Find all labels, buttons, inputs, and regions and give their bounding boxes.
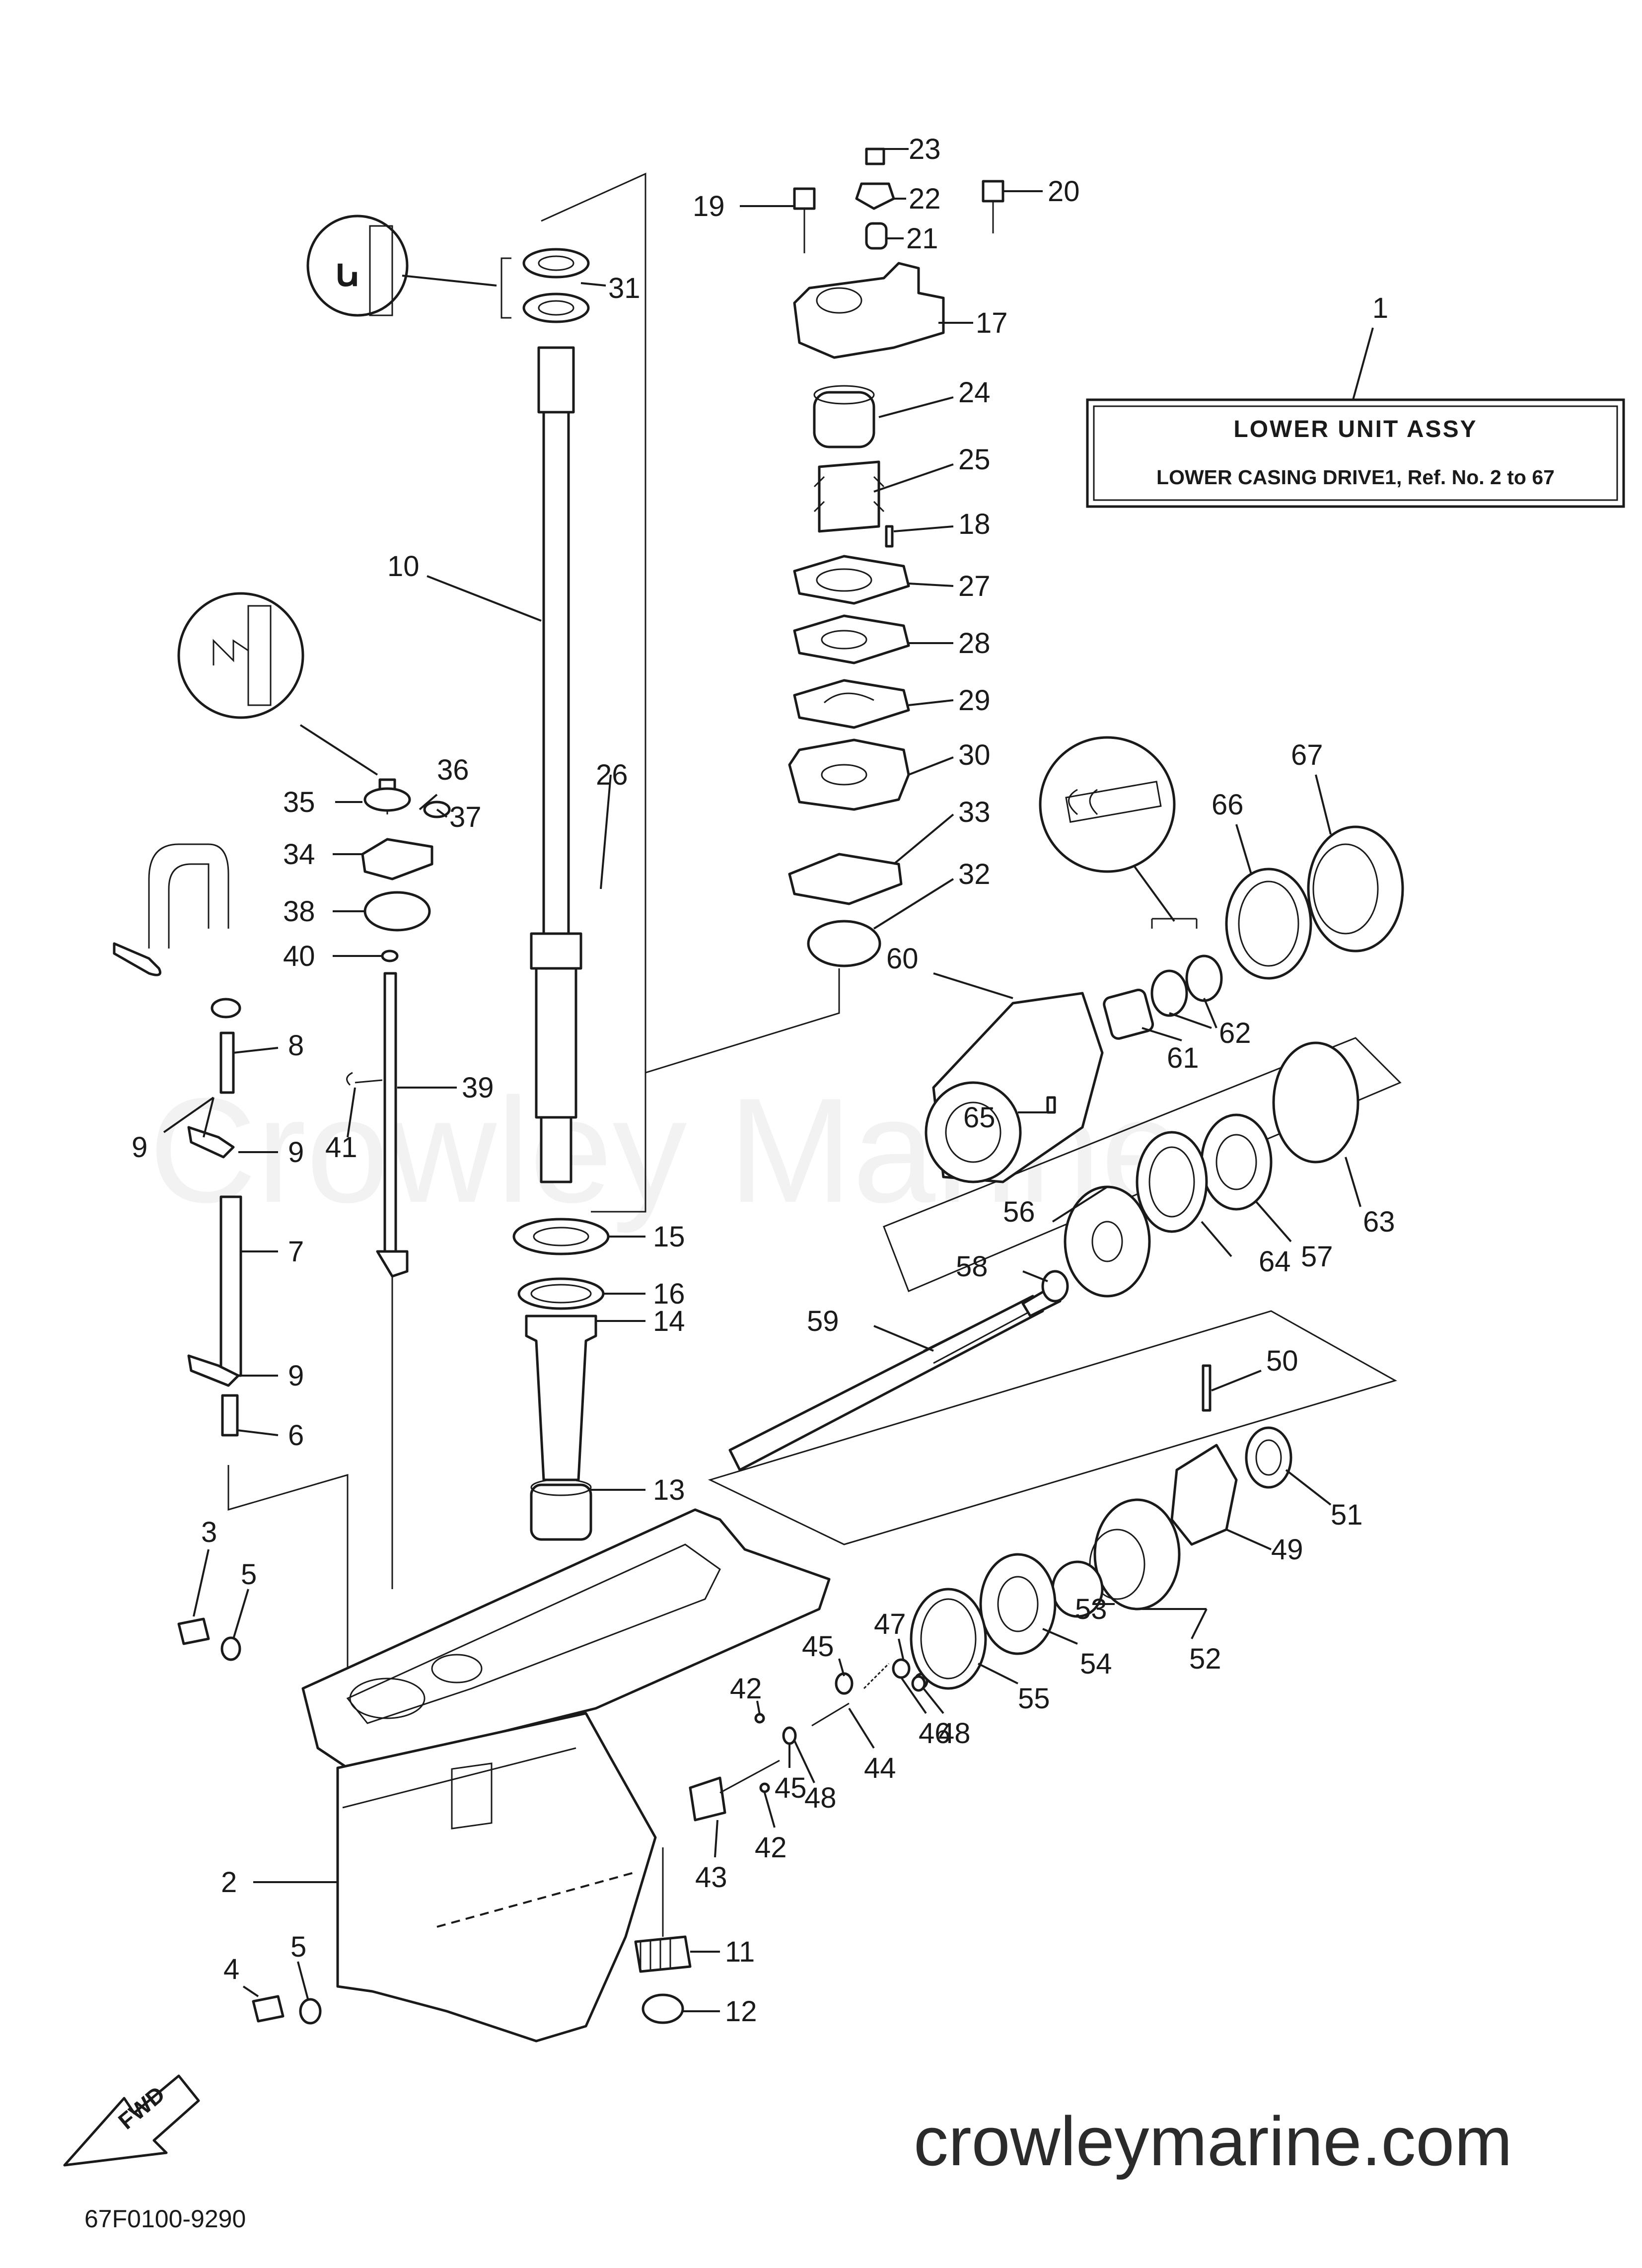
grease-inset-left: [177, 592, 378, 776]
reverse-gear-group: [910, 1364, 1292, 1692]
callout-37: 37: [449, 801, 482, 833]
callout-49: 49: [1271, 1534, 1303, 1566]
callout-21: 21: [906, 222, 938, 255]
callout-39: 39: [462, 1072, 494, 1104]
callout-66: 66: [1212, 789, 1244, 821]
callout-45a: 45: [775, 1772, 807, 1804]
callout-30: 30: [958, 739, 991, 771]
callout-41: 41: [325, 1131, 357, 1164]
grease-inset-right: [1039, 736, 1176, 922]
callout-14: 14: [653, 1305, 685, 1337]
callout-57: 57: [1301, 1241, 1333, 1273]
svg-text:ꭎ: ꭎ: [335, 250, 359, 294]
callout-28: 28: [958, 627, 991, 659]
callout-36: 36: [437, 754, 469, 786]
callout-15: 15: [653, 1221, 685, 1253]
callout-4: 4: [223, 1953, 239, 1985]
callout-61: 61: [1167, 1042, 1199, 1074]
callout-56: 56: [1003, 1196, 1035, 1228]
callout-58: 58: [956, 1250, 988, 1283]
callout-9b: 9: [288, 1136, 304, 1169]
callout-5b: 5: [290, 1931, 306, 1963]
pinion-nut: [634, 1847, 692, 2024]
callout-5a: 5: [241, 1558, 257, 1591]
callout-12: 12: [725, 1995, 757, 2028]
callout-50: 50: [1266, 1345, 1298, 1377]
callout-51: 51: [1331, 1499, 1363, 1531]
callout-27: 27: [958, 570, 991, 602]
callout-10: 10: [387, 550, 420, 583]
driveshaft-assembly: [500, 172, 646, 1541]
callout-40: 40: [283, 940, 315, 972]
callout-6: 6: [288, 1419, 304, 1452]
website-text: crowleymarine.com: [914, 2102, 1512, 2180]
callout-29: 29: [958, 684, 991, 717]
callout-23: 23: [909, 133, 941, 165]
callout-32: 32: [958, 858, 991, 890]
water-pump-stack: [645, 147, 1004, 1074]
callout-16: 16: [653, 1278, 685, 1310]
callout-22: 22: [909, 183, 941, 215]
callout-9c: 9: [288, 1360, 304, 1392]
callout-labels: 23 22 21 19 20 17 24 25 18 27 28 29 30 3…: [132, 133, 1395, 2028]
callout-64: 64: [1259, 1245, 1291, 1278]
callout-19: 19: [693, 190, 725, 222]
callout-52: 52: [1189, 1643, 1221, 1675]
shift-plunger-parts: [689, 1658, 928, 1822]
callout-3: 3: [201, 1516, 217, 1548]
callout-26: 26: [596, 759, 628, 791]
callout-62: 62: [1219, 1017, 1251, 1049]
callout-35: 35: [283, 786, 315, 818]
callout-65: 65: [963, 1101, 996, 1134]
callout-9a: 9: [132, 1131, 147, 1164]
callout-43: 43: [695, 1861, 727, 1894]
callout-34: 34: [283, 838, 315, 871]
callout-38: 38: [283, 895, 315, 928]
drain-screws: [177, 1617, 322, 2025]
callout-20: 20: [1048, 175, 1080, 208]
callout-1: 1: [1372, 292, 1388, 324]
callout-42b: 42: [730, 1673, 762, 1705]
callout-42a: 42: [755, 1831, 787, 1864]
callout-45b: 45: [802, 1630, 834, 1663]
callout-47: 47: [874, 1608, 906, 1640]
callout-63: 63: [1363, 1206, 1395, 1238]
grease-inset-top: ꭎ: [306, 215, 497, 317]
callout-13: 13: [653, 1474, 685, 1506]
fwd-direction-badge: FWD: [63, 2074, 200, 2167]
callout-46: 46: [919, 1717, 951, 1750]
box-title: LOWER UNIT ASSY: [1233, 416, 1477, 442]
callout-59: 59: [807, 1305, 839, 1337]
callout-60: 60: [886, 943, 919, 975]
callout-44: 44: [864, 1752, 896, 1784]
callout-2: 2: [221, 1866, 237, 1899]
callout-31: 31: [608, 272, 641, 304]
callout-48a: 48: [804, 1782, 837, 1814]
callout-48b: 48: [938, 1717, 971, 1750]
callout-17: 17: [976, 307, 1008, 339]
lower-casing: [301, 1508, 831, 2043]
callout-11: 11: [725, 1936, 755, 1968]
callout-8: 8: [288, 1029, 304, 1062]
callout-55: 55: [1018, 1683, 1050, 1715]
callout-7: 7: [288, 1236, 304, 1268]
leader-lines: [163, 148, 1361, 2012]
water-tube-assembly: [113, 843, 349, 1688]
diagram-code: 67F0100-9290: [84, 2205, 246, 2233]
lower-unit-assy-box: LOWER UNIT ASSY LOWER CASING DRIVE1, Ref…: [1086, 292, 1625, 508]
box-subtitle: LOWER CASING DRIVE1, Ref. No. 2 to 67: [1156, 466, 1555, 489]
callout-33: 33: [958, 796, 991, 828]
callout-53: 53: [1075, 1593, 1107, 1625]
shift-rod-assembly: [346, 778, 451, 1589]
callout-54: 54: [1080, 1648, 1112, 1680]
callout-25: 25: [958, 443, 991, 476]
callout-67: 67: [1291, 739, 1323, 771]
callout-24: 24: [958, 376, 991, 409]
callout-18: 18: [958, 508, 991, 540]
forward-gear-group: [883, 825, 1404, 1303]
